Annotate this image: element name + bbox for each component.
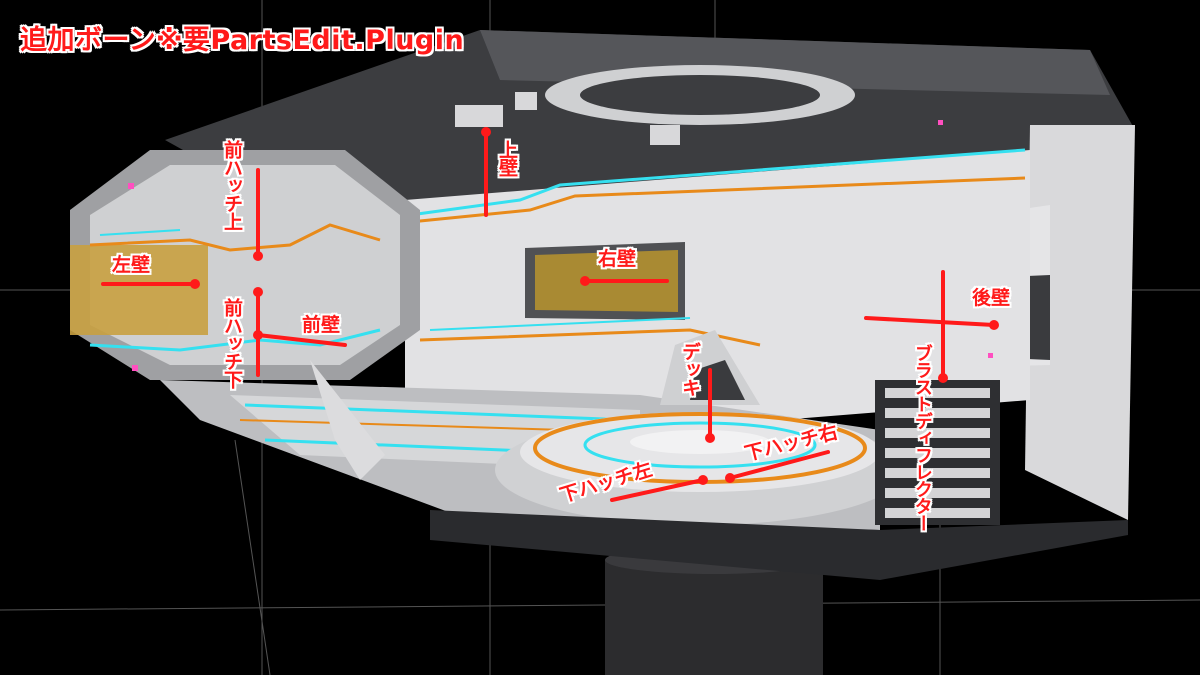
label-deck: デッキ xyxy=(678,342,701,396)
label-front-hatch-lower: 前ハッチ下 xyxy=(220,298,243,388)
label-front-hatch-upper: 前ハッチ上 xyxy=(220,140,243,230)
blast-deflector-model xyxy=(875,380,1000,525)
label-front-wall: 前壁 xyxy=(302,314,341,336)
right-wall-panel xyxy=(405,150,1030,450)
label-upper-wall: 上壁 xyxy=(495,140,518,176)
base-ledge xyxy=(430,510,1128,580)
overlay-title: 追加ボーン※要PartsEdit.Plugin xyxy=(20,25,465,56)
label-left-wall: 左壁 xyxy=(112,254,151,276)
left-wall-panel xyxy=(70,245,208,335)
back-wall-panel xyxy=(1025,125,1135,520)
label-right-wall: 右壁 xyxy=(598,248,637,270)
front-hatch-slab xyxy=(310,360,385,480)
deck-turntable xyxy=(495,412,905,525)
bone-markers xyxy=(101,127,999,502)
label-blast-deflector: ブラストディフレクター xyxy=(911,344,933,531)
label-back-wall: 後壁 xyxy=(972,287,1011,309)
